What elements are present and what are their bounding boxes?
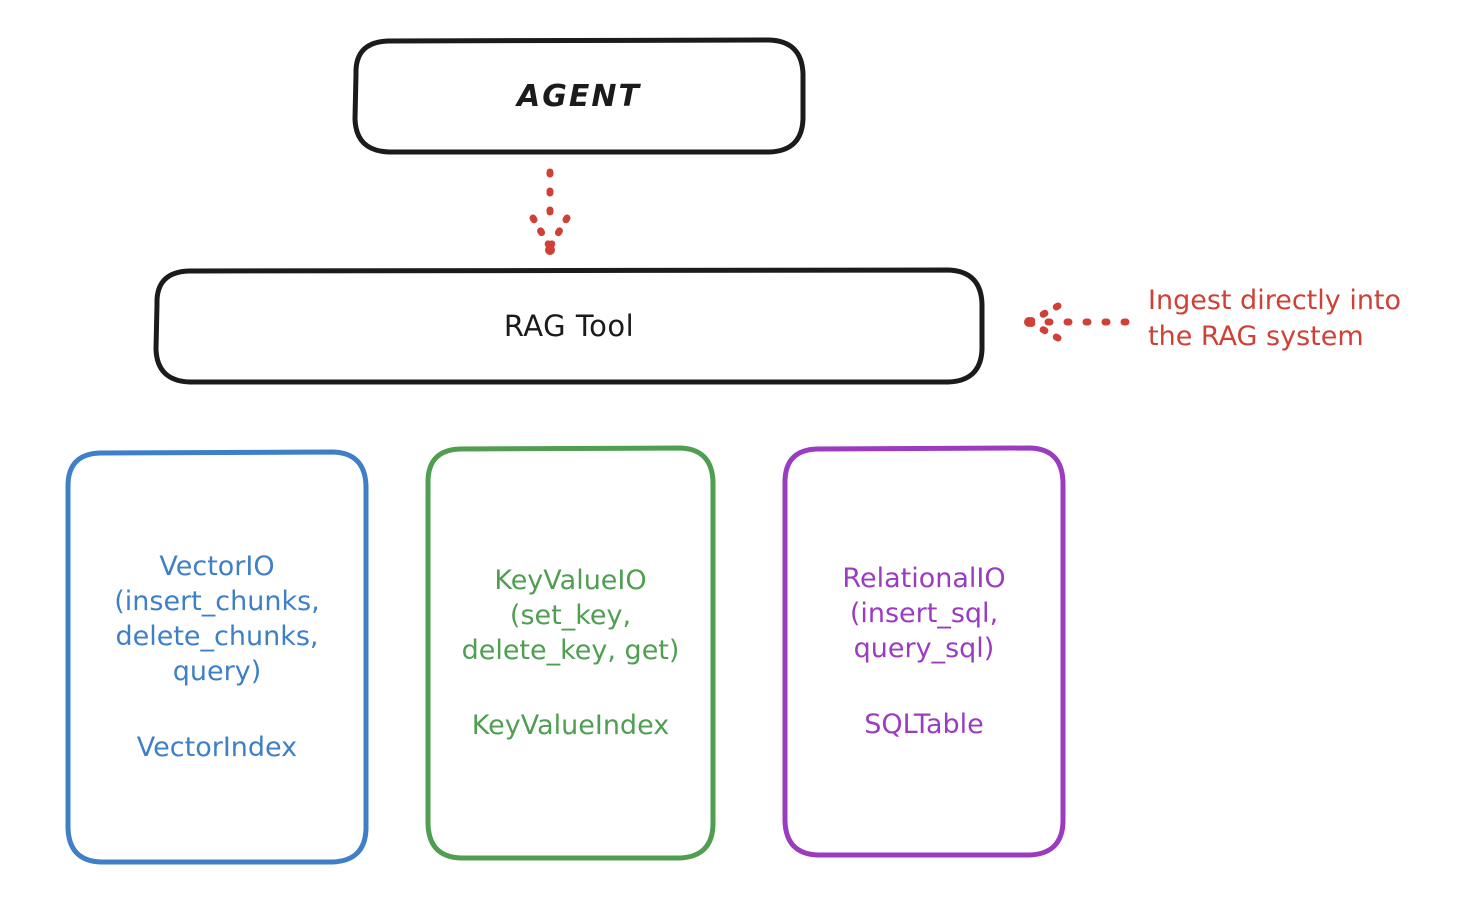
key-value-io-api-line-2: (set_key,	[509, 599, 632, 631]
vector-io-node[interactable]: VectorIO (insert_chunks, delete_chunks, …	[68, 452, 366, 862]
rag-tool-box-shape[interactable]	[153, 267, 985, 385]
ingest-note-line-2: the RAG system	[1148, 321, 1364, 353]
ingest-note-line-1: Ingest directly into	[1148, 285, 1402, 316]
agent-label: AGENT	[517, 78, 641, 114]
relational-io-api-line-2: (insert_sql,	[849, 598, 999, 630]
relational-io-box-shape[interactable]	[782, 445, 1066, 858]
note-to-rag-connector	[1024, 302, 1130, 342]
key-value-index-label: KeyValueIndex	[471, 710, 670, 742]
key-value-io-box-shape[interactable]	[425, 445, 716, 861]
vector-io-api-line-3: delete_chunks,	[115, 621, 319, 653]
agent-box-shape[interactable]	[352, 37, 806, 155]
rag-tool-node[interactable]: RAG Tool	[156, 270, 982, 382]
vector-index-label: VectorIndex	[136, 731, 298, 763]
relational-io-api-line-1: RelationalIO	[842, 563, 1006, 595]
vector-io-box-shape[interactable]	[65, 449, 369, 865]
relational-io-node[interactable]: RelationalIO (insert_sql, query_sql) SQL…	[785, 448, 1063, 855]
sql-table-label: SQLTable	[864, 708, 984, 740]
vector-io-api-line-2: (insert_chunks,	[114, 586, 320, 618]
key-value-io-api-line-3: delete_key, get)	[461, 634, 680, 666]
key-value-io-api-line-1: KeyValueIO	[494, 564, 647, 596]
relational-io-api-line-3: query_sql)	[853, 633, 995, 665]
key-value-io-node[interactable]: KeyValueIO (set_key, delete_key, get) Ke…	[428, 448, 713, 858]
key-value-io-text-block: KeyValueIO (set_key, delete_key, get) Ke…	[462, 563, 680, 744]
vector-io-text-block: VectorIO (insert_chunks, delete_chunks, …	[114, 549, 319, 765]
agent-node[interactable]: AGENT	[355, 40, 803, 152]
vector-io-api-line-1: VectorIO	[159, 551, 275, 583]
relational-io-text-block: RelationalIO (insert_sql, query_sql) SQL…	[842, 561, 1005, 742]
rag-tool-label: RAG Tool	[503, 309, 635, 343]
ingest-note: Ingest directly into the RAG system	[1148, 283, 1478, 356]
vector-io-api-line-4: query)	[172, 656, 262, 688]
agent-to-rag-connector	[529, 168, 571, 255]
